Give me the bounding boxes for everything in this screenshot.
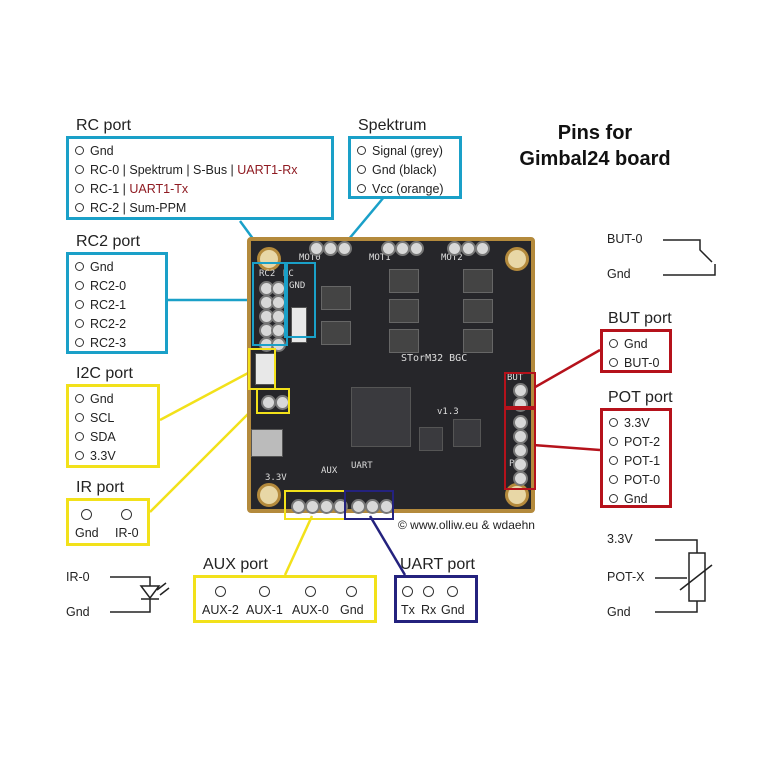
ir-port-box: Gnd IR-0: [66, 498, 150, 546]
i2c-pin: Gnd: [75, 390, 151, 409]
board-version: v1.3: [437, 407, 459, 417]
board-label-mot2: MOT2: [441, 253, 463, 263]
board-label-aux: AUX: [321, 466, 338, 476]
uart-pin-tx: Tx: [401, 586, 415, 617]
i2c-header-highlight: [248, 348, 276, 390]
aux-header-highlight: [284, 490, 346, 520]
spektrum-title: Spektrum: [358, 117, 427, 134]
but-port-line: [529, 348, 601, 392]
storm32-board: MOT0 MOT1 MOT2 RC2 RC GND UART AUX 3.3V …: [247, 237, 535, 514]
aux-pin: AUX-2: [202, 586, 239, 617]
rc-pin-rc0: RC-0 | Spektrum | S-Bus | UART1-Rx: [75, 161, 325, 180]
board-name: STorM32 BGC: [401, 353, 468, 364]
ir-led-icon: [110, 576, 170, 613]
rc2-pin: RC2-2: [75, 315, 159, 334]
board-label-uart: UART: [351, 461, 373, 471]
rc2-port-box: Gnd RC2-0 RC2-1 RC2-2 RC2-3: [66, 252, 168, 354]
pot-schematic-bottom-label: Gnd: [607, 605, 631, 619]
but-schematic-bottom-label: Gnd: [607, 267, 631, 281]
i2c-port-line: [159, 370, 251, 422]
aux-port-box: AUX-2 AUX-1 AUX-0 Gnd: [193, 575, 377, 623]
spektrum-connector: [291, 307, 307, 343]
board-label-mot1: MOT1: [369, 253, 391, 263]
heading-line-1: Pins for: [557, 122, 633, 144]
i2c-pin: SCL: [75, 409, 151, 428]
aux-port-line: [283, 515, 314, 576]
pot-pin: 3.3V: [609, 414, 663, 433]
pot-port-box: 3.3V POT-2 POT-1 POT-0 Gnd: [600, 408, 672, 508]
but-port-title: BUT port: [608, 310, 672, 327]
spektrum-box: Signal (grey) Gnd (black) Vcc (orange): [348, 136, 462, 199]
uart-pin-rx: Rx: [421, 586, 436, 617]
pot-port-line: [532, 443, 601, 452]
rc-pin-rc2: RC-2 | Sum-PPM: [75, 199, 325, 218]
rc-port-box: Gnd RC-0 | Spektrum | S-Bus | UART1-Rx R…: [66, 136, 334, 220]
but-pin: BUT-0: [609, 354, 663, 373]
pot-pin: Gnd: [609, 490, 663, 509]
rc-port-title: RC port: [76, 117, 132, 134]
board-label-rc2: RC2: [259, 269, 276, 279]
heading-line-2: Gimbal24 board: [519, 148, 671, 170]
ir-port-line: [149, 399, 263, 513]
ir-schematic-bottom-label: Gnd: [66, 605, 90, 619]
i2c-pin: SDA: [75, 428, 151, 447]
i2c-port-title: I2C port: [76, 365, 133, 382]
diagram-heading: Pins for Gimbal24 board: [500, 120, 690, 172]
rc2-pin: RC2-0: [75, 277, 159, 296]
spektrum-pin-vcc: Vcc (orange): [357, 180, 453, 199]
potentiometer-icon: [655, 539, 713, 613]
but-port-box: Gnd BUT-0: [600, 329, 672, 373]
mcu-chip: [351, 387, 411, 447]
rc-pin-gnd: Gnd: [75, 142, 325, 161]
copyright-text: © www.olliw.eu & wdaehn: [398, 518, 535, 532]
rc-pin-rc1: RC-1 | UART1-Tx: [75, 180, 325, 199]
uart-header-highlight: [344, 490, 394, 520]
uart-port-title: UART port: [400, 556, 475, 573]
aux-pin: Gnd: [340, 586, 364, 617]
rc2-pin: RC2-3: [75, 334, 159, 353]
but-schematic-top-label: BUT-0: [607, 232, 643, 246]
rc2-port-title: RC2 port: [76, 233, 141, 250]
button-switch-icon: [663, 239, 716, 276]
board-label-but: BUT: [507, 373, 524, 383]
usb-connector: [251, 429, 283, 457]
aux-pin: AUX-1: [246, 586, 283, 617]
uart-port-box: Tx Rx Gnd: [394, 575, 478, 623]
uart-pin-gnd: Gnd: [441, 586, 465, 617]
spektrum-pin-gnd: Gnd (black): [357, 161, 453, 180]
ir-pin-gnd: Gnd: [75, 509, 99, 540]
mount-hole: [257, 247, 281, 271]
pot-pin: POT-2: [609, 433, 663, 452]
board-label-mot0: MOT0: [299, 253, 321, 263]
pot-pin: POT-1: [609, 452, 663, 471]
aux-port-title: AUX port: [203, 556, 268, 573]
ir-port-title: IR port: [76, 479, 125, 496]
pot-pin: POT-0: [609, 471, 663, 490]
rc2-pin: Gnd: [75, 258, 159, 277]
but-header-highlight: [504, 372, 536, 410]
pot-port-title: POT port: [608, 389, 673, 406]
mount-hole: [505, 247, 529, 271]
ir-pin-ir0: IR-0: [115, 509, 139, 540]
pot-schematic-top-label: 3.3V: [607, 532, 633, 546]
rc-header-highlight: [252, 262, 288, 346]
board-label-3v3: 3.3V: [265, 473, 287, 483]
i2c-pin: 3.3V: [75, 447, 151, 466]
pot-schematic-middle-label: POT-X: [607, 570, 645, 584]
pot-header-highlight: [504, 406, 536, 490]
i2c-port-box: Gnd SCL SDA 3.3V: [66, 384, 160, 468]
board-label-gnd: GND: [289, 281, 306, 291]
ir-schematic-top-label: IR-0: [66, 570, 90, 584]
ir-header-highlight: [256, 388, 290, 414]
uart-port-line: [368, 515, 407, 576]
spektrum-header-highlight: [284, 262, 316, 338]
mount-hole: [257, 483, 281, 507]
rc2-pin: RC2-1: [75, 296, 159, 315]
but-pin: Gnd: [609, 335, 663, 354]
board-label-rc: RC: [283, 269, 294, 279]
spektrum-pin-signal: Signal (grey): [357, 142, 453, 161]
aux-pin: AUX-0: [292, 586, 329, 617]
